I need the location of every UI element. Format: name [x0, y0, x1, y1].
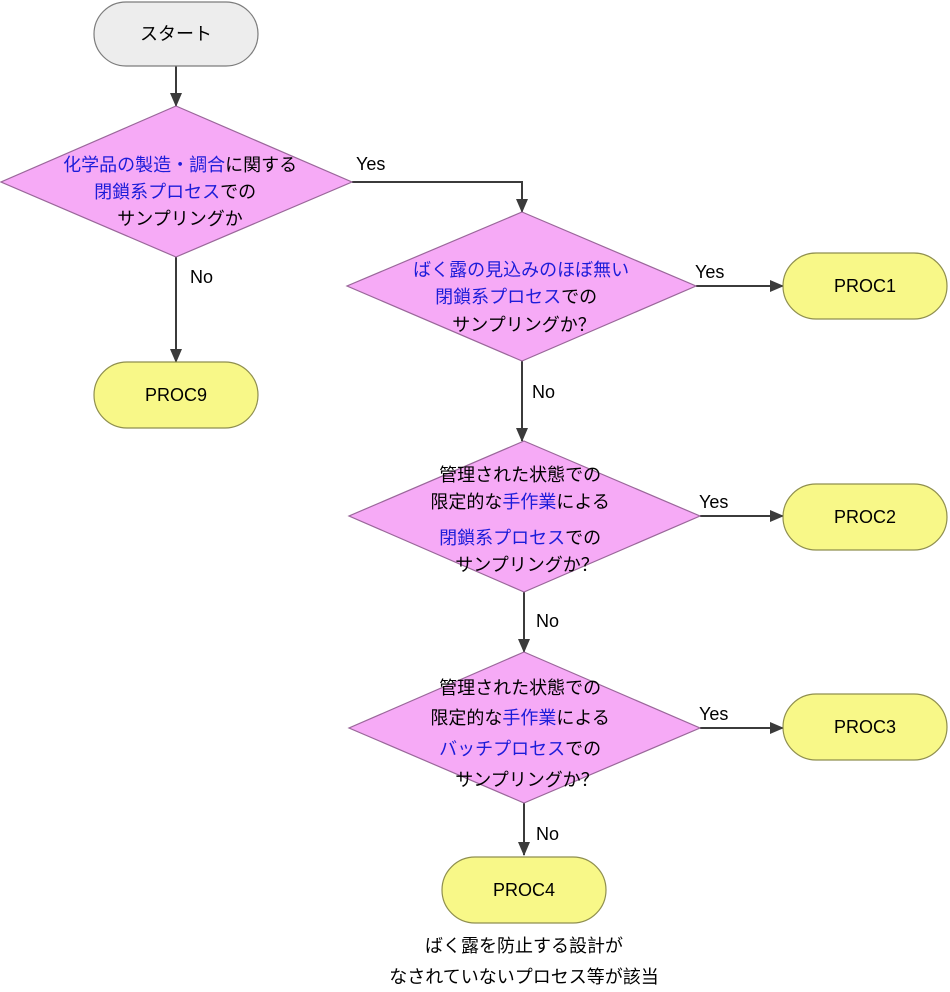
decision-manual-closed-process: 管理された状態での 限定的な手作業による 閉鎖系プロセスでの サンプリングか？ …: [347, 440, 728, 631]
proc1-shape: [782, 252, 948, 320]
proc9-shape: [93, 361, 259, 429]
decision-2-line-2: 閉鎖系プロセスでの: [435, 287, 603, 308]
proc4-note-line-1: ばく露を防止する設計が: [425, 936, 623, 957]
decision-3-line-2: 限定的な手作業による: [430, 492, 615, 513]
proc4-note: ばく露を防止する設計が なされていないプロセス等が該当: [389, 936, 658, 988]
connectors: [170, 66, 784, 856]
decision-3-no-label: No: [536, 611, 559, 631]
start-terminal: スタート: [93, 1, 259, 67]
proc3-shape: [782, 693, 948, 761]
start-shape: [93, 1, 259, 67]
proc4-label: PROC4: [493, 880, 555, 900]
proc2-shape: [782, 483, 948, 551]
decision-4-line-2: 限定的な手作業による: [430, 708, 615, 729]
proc9-label: PROC9: [145, 385, 207, 405]
decision-manual-batch-process: 管理された状態での 限定的な手作業による バッチプロセスでの サンプリングか？ …: [347, 651, 728, 844]
decision-4-yes-label: Yes: [699, 704, 728, 724]
decision-2-text: ばく露の見込みのほぼ無い 閉鎖系プロセスでの サンプリングか？: [413, 260, 635, 336]
decision-low-exposure-closed-process: ばく露の見込みのほぼ無い 閉鎖系プロセスでの サンプリングか？ Yes No: [345, 211, 724, 402]
decision-2-line-3: サンプリングか？: [452, 315, 595, 336]
start-label: スタート: [140, 24, 212, 45]
proc2-label: PROC2: [834, 507, 896, 527]
proc4-note-line-2: なされていないプロセス等が該当: [389, 967, 658, 988]
decision-2-line-1: ばく露の見込みのほぼ無い: [413, 260, 635, 281]
decision-4-line-4: サンプリングか？: [455, 770, 598, 791]
decision-3-line-4: サンプリングか？: [455, 555, 598, 576]
decision-4-line-3: バッチプロセスでの: [439, 739, 607, 760]
terminal-proc1: PROC1: [782, 252, 948, 320]
decision-2-no-label: No: [532, 382, 555, 402]
decision-3-yes-label: Yes: [699, 492, 728, 512]
terminal-proc3: PROC3: [782, 693, 948, 761]
decision-1-shape: [0, 105, 354, 258]
terminal-proc4: PROC4: [441, 856, 607, 924]
decision-4-line-1: 管理された状態での: [439, 678, 607, 699]
decision-2-yes-label: Yes: [695, 262, 724, 282]
decision-1-line-2: 閉鎖系プロセスでの: [94, 182, 262, 203]
decision-4-text: 管理された状態での 限定的な手作業による バッチプロセスでの サンプリングか？: [430, 678, 615, 791]
decision-2-shape: [345, 211, 698, 362]
decision-3-line-1: 管理された状態での: [439, 465, 607, 486]
proc4-shape: [441, 856, 607, 924]
arrow-d1-yes-to-d2: [352, 181, 528, 213]
decision-3-shape: [347, 440, 702, 593]
decision-closed-process-sampling: 化学品の製造・調合に関する 閉鎖系プロセスでの サンプリングか Yes No: [0, 105, 385, 287]
terminal-proc9: PROC9: [93, 361, 259, 429]
decision-1-yes-label: Yes: [356, 154, 385, 174]
decision-1-line-1: 化学品の製造・調合に関する: [63, 155, 303, 176]
terminal-proc2: PROC2: [782, 483, 948, 551]
proc3-label: PROC3: [834, 717, 896, 737]
decision-1-text: 化学品の製造・調合に関する 閉鎖系プロセスでの サンプリングか: [63, 155, 303, 230]
proc1-label: PROC1: [834, 276, 896, 296]
decision-1-no-label: No: [190, 267, 213, 287]
decision-4-no-label: No: [536, 824, 559, 844]
decision-1-line-3: サンプリングか: [117, 209, 242, 230]
decision-4-shape: [347, 651, 702, 804]
decision-3-text: 管理された状態での 限定的な手作業による 閉鎖系プロセスでの サンプリングか？: [430, 465, 615, 576]
decision-3-line-3: 閉鎖系プロセスでの: [439, 528, 607, 549]
